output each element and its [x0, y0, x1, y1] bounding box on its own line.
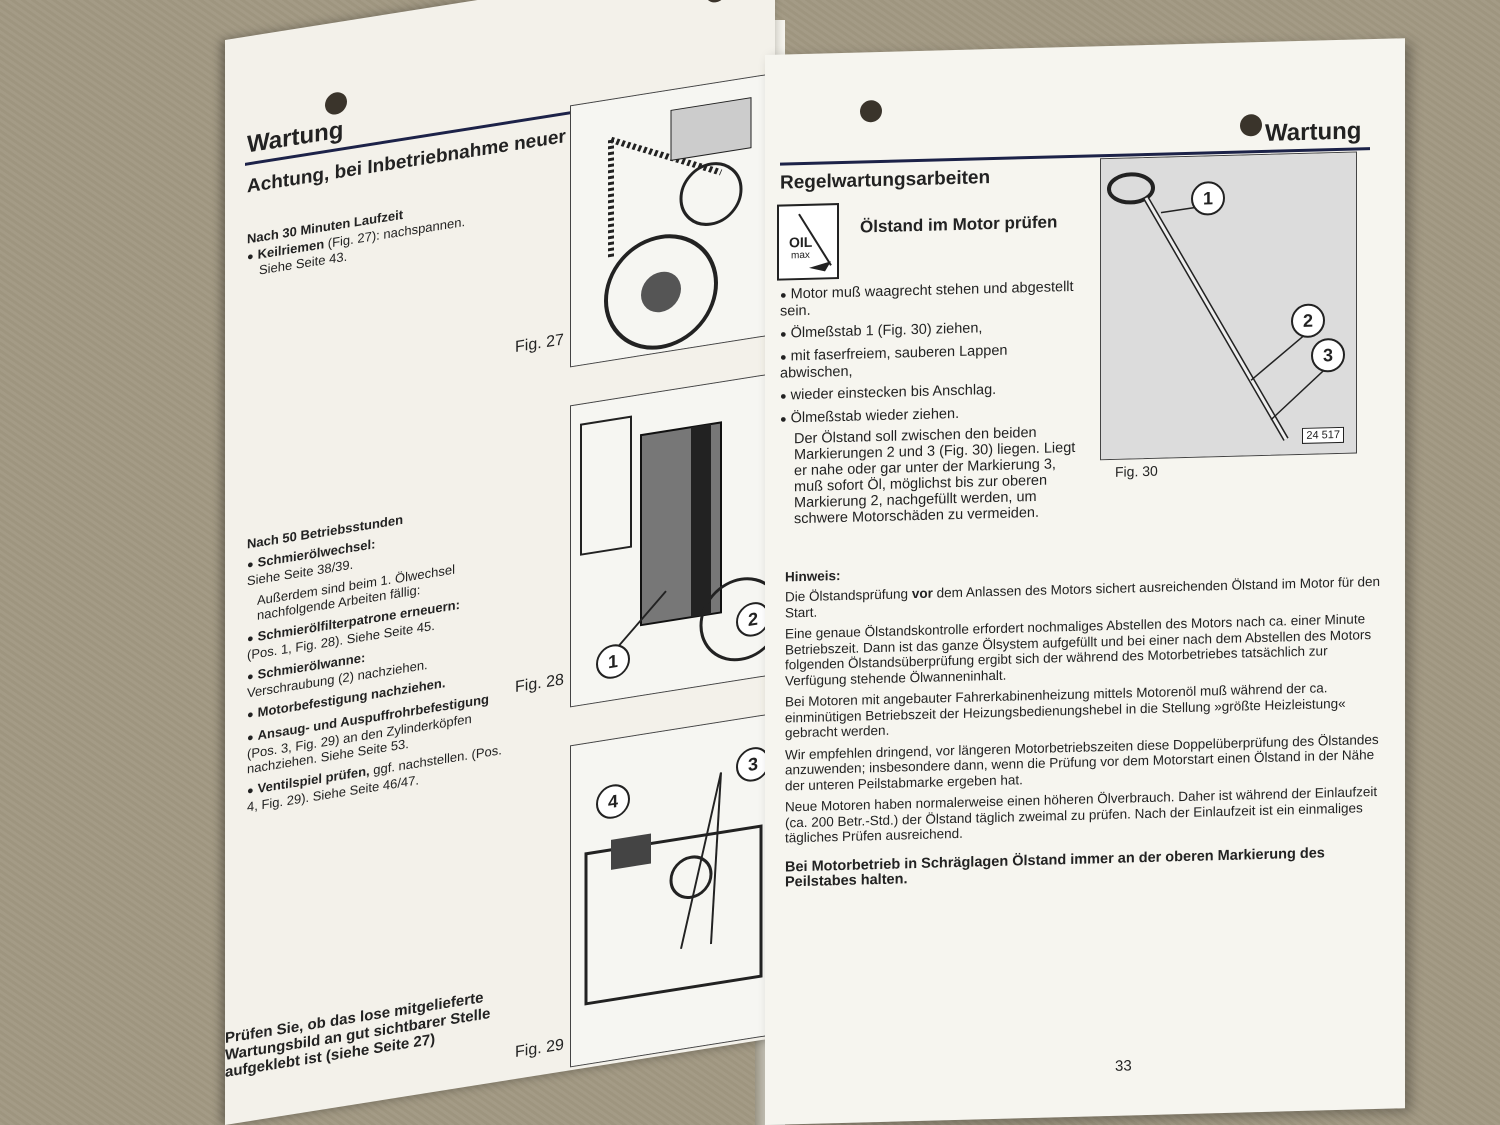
fig27-engine-belt	[570, 72, 775, 368]
oil-filter-illustration	[571, 373, 775, 707]
hint-p6: Bei Motorbetrieb in Schräglagen Ölstand …	[785, 844, 1325, 891]
engine-belt-illustration	[571, 73, 775, 367]
fig27-caption: Fig. 27	[515, 331, 564, 357]
right-page: Wartung Regelwartungsarbeiten OIL max Öl…	[765, 38, 1405, 1125]
binder-hole	[705, 0, 727, 4]
section-title: Regelwartungsarbeiten	[780, 167, 991, 194]
steps-list: Motor muß waagrecht stehen und abgestell…	[780, 279, 1080, 528]
hint-paragraphs: Die Ölstandsprüfung vor dem Anlassen des…	[785, 574, 1385, 891]
list-item: Motor muß waagrecht stehen und abgestell…	[780, 279, 1080, 320]
sticker-note: Prüfen Sie, ob das lose mitgelieferte Wa…	[225, 989, 491, 1081]
left-page: Wartung Achtung, bei Inbetriebnahme neue…	[225, 0, 775, 1125]
left-header-title: Wartung	[247, 116, 344, 159]
oil-dipstick-icon: OIL max	[777, 203, 839, 281]
fig30-caption: Fig. 30	[1115, 462, 1158, 480]
after50-list: Schmierölwechsel:Siehe Seite 38/39. Auße…	[247, 516, 502, 820]
dipstick-glyph	[798, 213, 832, 272]
list-item: Ölmeßstab wieder ziehen.	[780, 403, 1080, 428]
list-item: mit faserfreiem, sauberen Lappen abwisch…	[780, 341, 1080, 382]
fig29-cylinder-head: 4 3	[570, 712, 775, 1068]
hint-p2: Eine genaue Ölstandskontrolle erfordert …	[785, 611, 1372, 688]
hint-p4: Wir empfehlen dringend, vor längeren Mot…	[785, 731, 1379, 793]
hint-p3: Bei Motoren mit angebauter Fahrerkabinen…	[785, 680, 1346, 741]
step-detail: Der Ölstand soll zwischen den beiden Mar…	[794, 424, 1076, 528]
fig30-code: 24 517	[1302, 426, 1344, 444]
list-item: Ölmeßstab 1 (Fig. 30) ziehen,	[780, 318, 1080, 343]
fig29-caption: Fig. 29	[515, 1036, 564, 1062]
binder-hole	[1240, 113, 1262, 137]
page-number: 33	[1115, 1057, 1132, 1075]
fig28-oil-filter: 1 2	[570, 372, 775, 708]
binder-hole	[325, 90, 347, 117]
hint-p5: Neue Motoren haben normalerweise einen h…	[785, 783, 1378, 846]
list-item: wieder einstecken bis Anschlag.	[780, 380, 1080, 405]
binder-hole	[860, 99, 882, 123]
right-header-title: Wartung	[1265, 117, 1362, 147]
subsection-title: Ölstand im Motor prüfen	[860, 212, 1058, 237]
fig30-dipstick: 1 2 3 24 517	[1100, 151, 1357, 461]
fig28-caption: Fig. 28	[515, 671, 564, 697]
